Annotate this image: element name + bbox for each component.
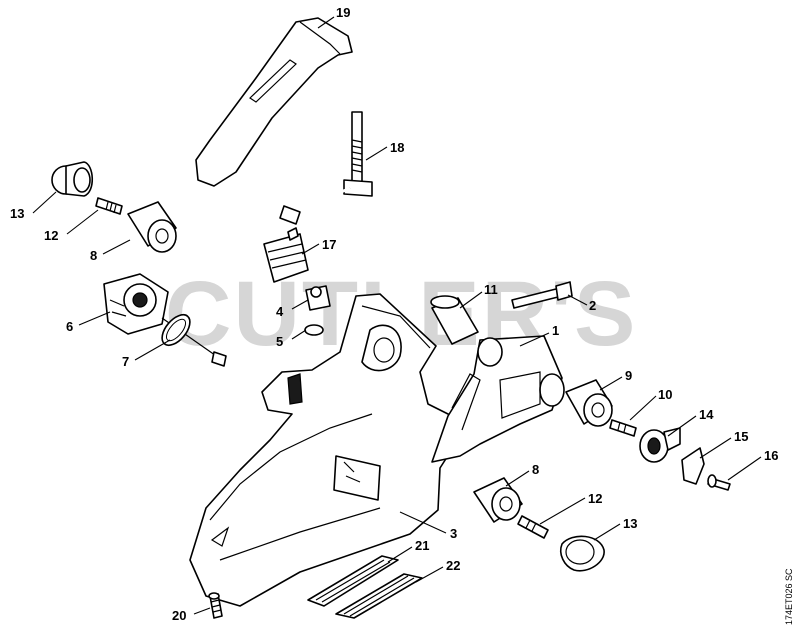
part-8-sleeve-lower: [473, 477, 523, 523]
callout-13-lower: 13: [623, 516, 637, 531]
callout-9: 9: [625, 368, 632, 383]
callout-15: 15: [734, 429, 748, 444]
callout-12-lower: 12: [588, 491, 602, 506]
callout-11: 11: [484, 282, 498, 297]
part-5-o-ring: [304, 324, 324, 336]
part-8-sleeve-upper: [127, 201, 177, 253]
part-21-label-plate: [307, 555, 399, 607]
part-19-handle-cover: [195, 17, 353, 187]
part-17-fuel-filter: [263, 227, 309, 283]
callout-19: 19: [336, 5, 350, 20]
callout-21: 21: [415, 538, 429, 553]
part-13-plug-upper: [51, 161, 94, 197]
part-11-grommet: [430, 295, 479, 345]
callout-8-upper: 8: [90, 248, 97, 263]
callout-1: 1: [552, 323, 559, 338]
part-3-tank-housing: [189, 293, 461, 607]
drawing-code: 174ET026 SC: [784, 568, 794, 625]
callout-6: 6: [66, 319, 73, 334]
part-14-cover: [639, 427, 681, 463]
part-16-screw: [707, 474, 731, 491]
callout-5: 5: [276, 334, 283, 349]
callout-4: 4: [276, 304, 284, 319]
part-1-handle: [431, 335, 565, 463]
callout-labels: 19 18 17 4 5 13 12 8 6 7 11 2 1 9 10 14 …: [10, 5, 778, 623]
part-18-pickup-body: [343, 111, 373, 197]
part-12-screw-upper: [95, 197, 123, 215]
part-12-screw-lower: [517, 515, 549, 539]
part-22-label-plate: [335, 573, 423, 619]
callout-3: 3: [450, 526, 457, 541]
callout-22: 22: [446, 558, 460, 573]
callout-13-upper: 13: [10, 206, 24, 221]
callout-2: 2: [589, 298, 596, 313]
leader-lines: [32, 16, 762, 615]
callout-14: 14: [699, 407, 714, 422]
part-13-plug-lower: [559, 535, 605, 572]
callout-12-upper: 12: [44, 228, 58, 243]
callout-16: 16: [764, 448, 778, 463]
callout-17: 17: [322, 237, 336, 252]
part-9-sleeve: [565, 379, 613, 427]
part-10-screw: [609, 419, 637, 437]
callout-7: 7: [122, 354, 129, 369]
callout-10: 10: [658, 387, 672, 402]
part-20-screw: [208, 592, 223, 619]
part-4-valve: [305, 285, 331, 311]
fuel-hose: [279, 183, 351, 225]
callout-18: 18: [390, 140, 404, 155]
part-6-oil-pump: [103, 273, 169, 335]
part-15-bracket: [681, 447, 705, 485]
callout-20: 20: [172, 608, 186, 623]
callout-8-lower: 8: [532, 462, 539, 477]
